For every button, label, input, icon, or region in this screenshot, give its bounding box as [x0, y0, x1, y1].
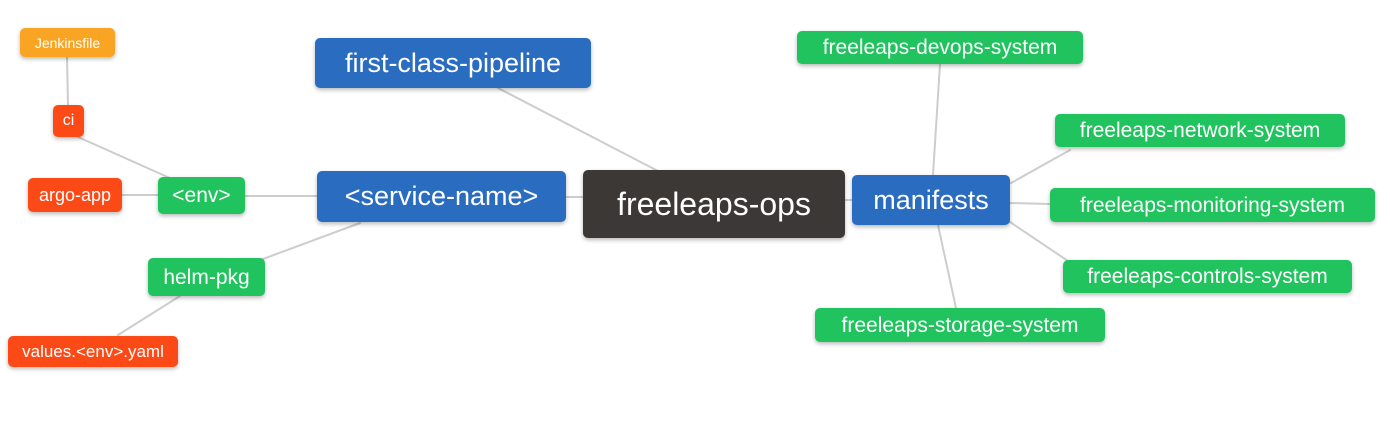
edge-ci-jenkinsfile	[66, 56, 69, 106]
node-devops-system-label: freeleaps-devops-system	[822, 36, 1058, 59]
node-manifests-label: manifests	[873, 184, 989, 215]
node-env-label: <env>	[172, 184, 231, 207]
node-controls-system-label: freeleaps-controls-system	[1087, 265, 1328, 288]
node-values-env-yaml-label: values.<env>.yaml	[22, 342, 164, 361]
node-freeleaps-ops[interactable]: freeleaps-ops	[583, 170, 845, 238]
node-jenkinsfile[interactable]: Jenkinsfile	[20, 28, 115, 57]
node-ci[interactable]: ci	[53, 105, 84, 137]
node-monitoring-system-label: freeleaps-monitoring-system	[1080, 193, 1345, 217]
node-service-name-label: <service-name>	[344, 181, 539, 211]
node-argo-app[interactable]: argo-app	[28, 178, 122, 212]
node-service-name[interactable]: <service-name>	[317, 171, 566, 222]
node-network-system[interactable]: freeleaps-network-system	[1055, 114, 1345, 147]
node-helm-pkg[interactable]: helm-pkg	[148, 258, 265, 296]
node-monitoring-system[interactable]: freeleaps-monitoring-system	[1050, 188, 1375, 222]
edge-freeleaps-ops-first-class-pipeline	[497, 87, 659, 172]
node-devops-system[interactable]: freeleaps-devops-system	[797, 31, 1083, 64]
node-jenkinsfile-label: Jenkinsfile	[34, 34, 101, 51]
node-controls-system[interactable]: freeleaps-controls-system	[1063, 260, 1352, 293]
node-storage-system-label: freeleaps-storage-system	[841, 313, 1079, 337]
edge-manifests-controls-system	[1009, 221, 1069, 262]
edge-manifests-monitoring-system	[1009, 202, 1051, 205]
node-first-class-pipeline-label: first-class-pipeline	[344, 47, 562, 78]
node-ci-label: ci	[62, 112, 75, 129]
node-manifests[interactable]: manifests	[852, 175, 1010, 225]
node-freeleaps-ops-label: freeleaps-ops	[617, 186, 811, 222]
node-values-env-yaml[interactable]: values.<env>.yaml	[8, 336, 178, 367]
edge-manifests-devops-system	[932, 63, 941, 176]
edge-service-name-helm-pkg	[262, 222, 361, 260]
node-env[interactable]: <env>	[158, 177, 245, 214]
node-network-system-label: freeleaps-network-system	[1079, 119, 1321, 142]
edge-manifests-network-system	[1010, 149, 1071, 184]
edge-manifests-storage-system	[937, 224, 957, 309]
node-storage-system[interactable]: freeleaps-storage-system	[815, 308, 1105, 342]
edge-helm-pkg-values-env-yaml	[117, 295, 181, 336]
node-helm-pkg-label: helm-pkg	[163, 265, 250, 289]
edge-env-ci	[77, 136, 173, 180]
node-argo-app-label: argo-app	[38, 185, 112, 205]
node-first-class-pipeline[interactable]: first-class-pipeline	[315, 38, 591, 88]
